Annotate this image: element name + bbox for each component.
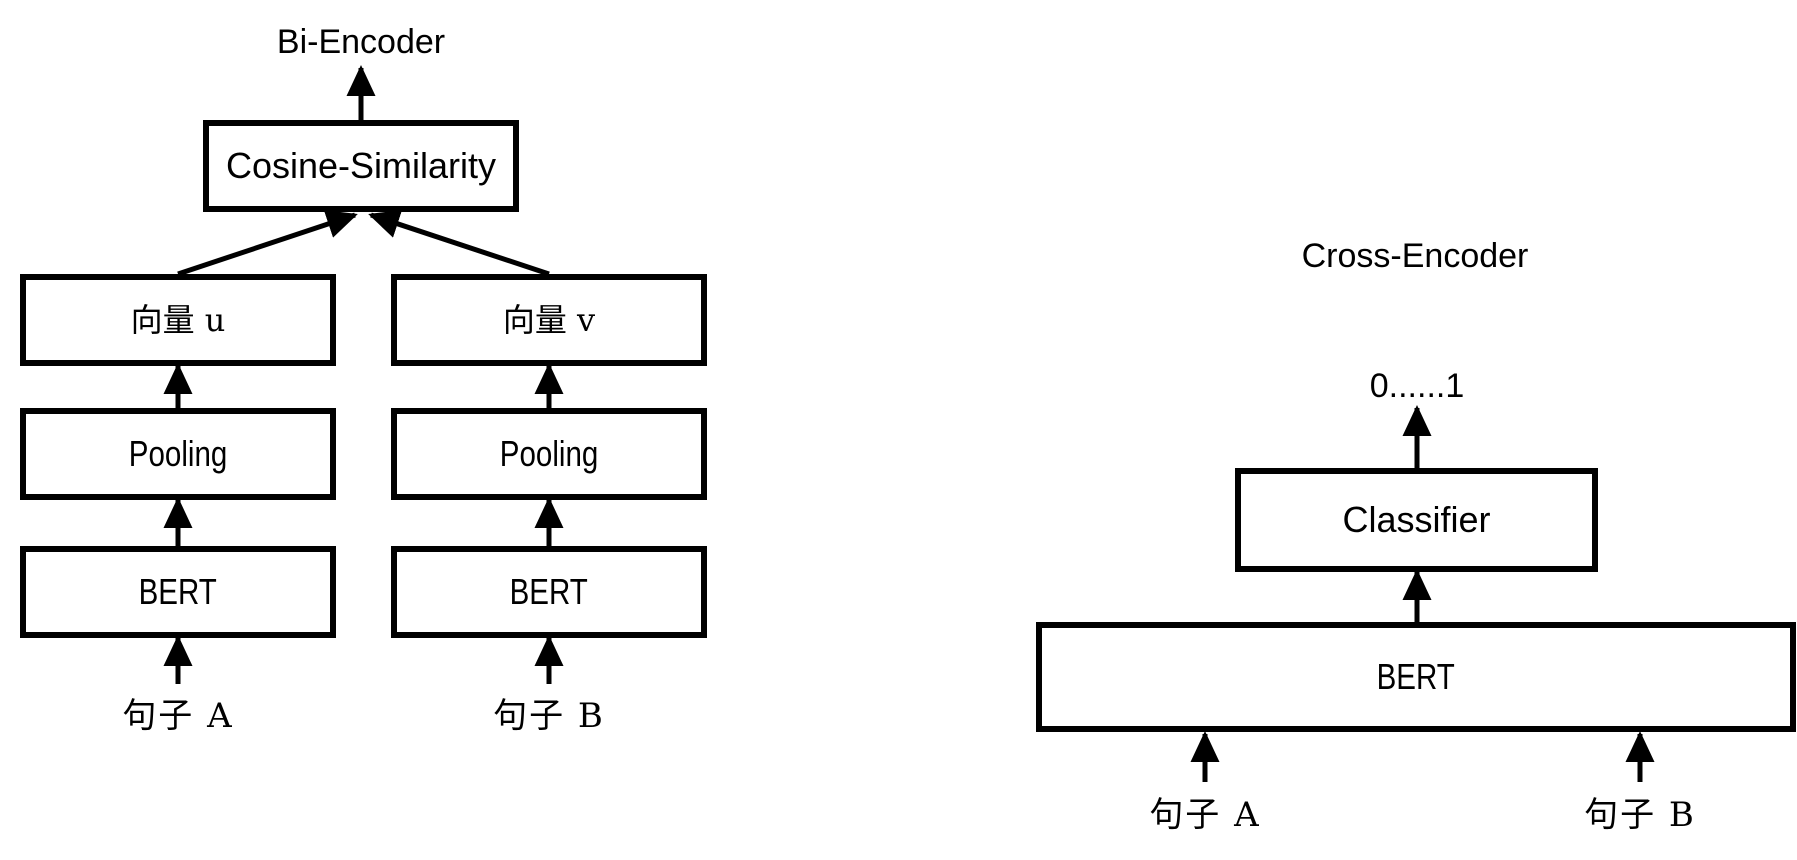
classifier-box[interactable]: Classifier (1235, 468, 1598, 572)
vector-u-label: 向量 u (130, 301, 226, 339)
cross-encoder-heading: Cross-Encoder (1301, 237, 1529, 275)
input-label-sentence-b-right: 句子 B (1584, 795, 1696, 835)
vector-v-label: 向量 v (502, 301, 596, 339)
bert-box-right[interactable]: BERT (391, 546, 707, 638)
bi-encoder-heading: Bi-Encoder (276, 23, 446, 61)
pooling-box-right[interactable]: Pooling (391, 408, 707, 500)
vector-u-box[interactable]: 向量 u (20, 274, 336, 366)
arrow-vector-u-to-cosine (177, 210, 358, 277)
input-label-sentence-a-left: 句子 A (122, 696, 234, 736)
pooling-right-label: Pooling (499, 433, 599, 474)
bert-right-label: BERT (509, 571, 589, 612)
cosine-similarity-box[interactable]: Cosine-Similarity (203, 120, 519, 212)
cosine-similarity-label: Cosine-Similarity (225, 145, 497, 186)
vector-v-box[interactable]: 向量 v (391, 274, 707, 366)
input-label-sentence-a-right: 句子 A (1149, 795, 1261, 835)
input-label-sentence-b-left: 句子 B (493, 696, 605, 736)
bert-left-label: BERT (138, 571, 218, 612)
arrow-vector-v-to-cosine (368, 210, 550, 277)
bert-box-left[interactable]: BERT (20, 546, 336, 638)
pooling-left-label: Pooling (128, 433, 228, 474)
classifier-label: Classifier (1342, 499, 1491, 540)
pooling-box-left[interactable]: Pooling (20, 408, 336, 500)
cross-encoder-score-label: 0......1 (1369, 367, 1465, 405)
bert-box-cross[interactable]: BERT (1036, 622, 1796, 732)
bert-cross-label: BERT (1376, 656, 1456, 697)
